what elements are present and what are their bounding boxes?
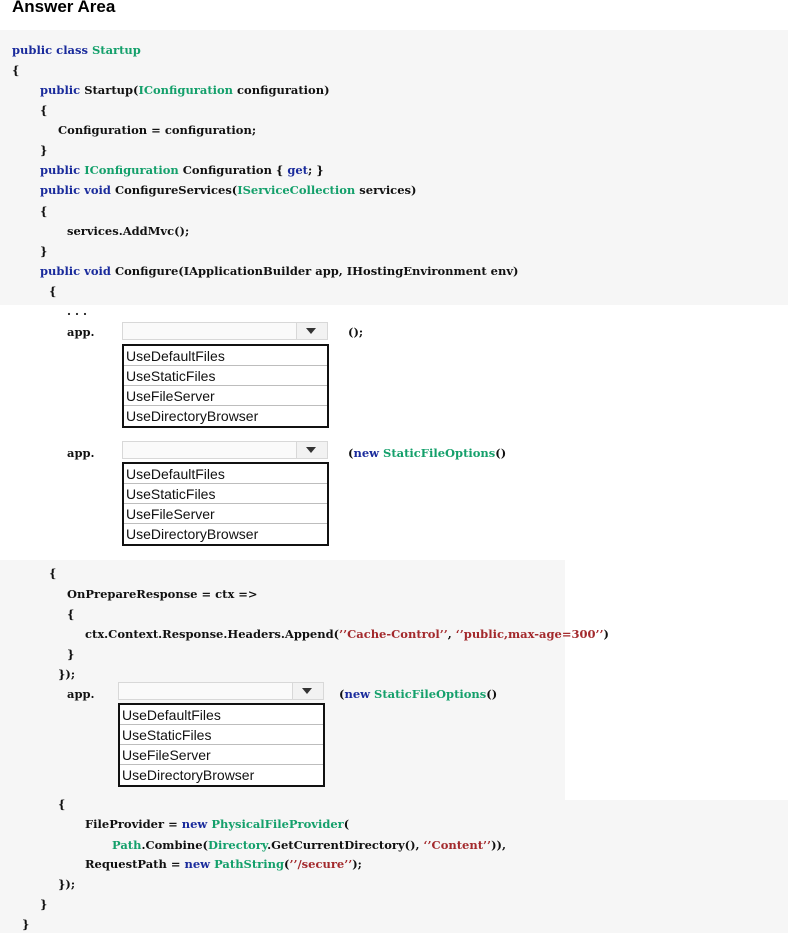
method-dropdown-1[interactable] <box>122 322 328 340</box>
code-background <box>0 30 788 305</box>
code-line: { <box>58 797 66 811</box>
dropdown-option[interactable]: UseStaticFiles <box>124 484 327 504</box>
dropdown-option[interactable]: UseStaticFiles <box>120 725 323 745</box>
code-line: { <box>67 607 75 621</box>
dropdown-option[interactable]: UseDirectoryBrowser <box>126 526 259 542</box>
dropdown-option[interactable]: UseDirectoryBrowser <box>126 408 259 424</box>
chevron-down-icon[interactable] <box>296 323 327 339</box>
code-line: { <box>12 63 20 77</box>
code-line: (new StaticFileOptions() <box>339 687 498 701</box>
dropdown-option[interactable]: UseDefaultFiles <box>124 464 327 484</box>
code-line: (new StaticFileOptions() <box>348 446 507 460</box>
chevron-down-icon[interactable] <box>292 683 323 699</box>
answer-area-title: Answer Area <box>12 0 116 16</box>
code-line: Path.Combine(Directory.GetCurrentDirecto… <box>112 838 506 852</box>
code-line: Configuration = configuration; <box>58 123 257 137</box>
dropdown-option[interactable]: UseDefaultFiles <box>124 346 327 366</box>
dropdown-options-1: UseDefaultFiles UseStaticFiles UseFileSe… <box>122 344 329 428</box>
code-line: app. <box>67 325 95 339</box>
dropdown-option[interactable]: UseStaticFiles <box>124 366 327 386</box>
code-line: (); <box>348 325 364 339</box>
code-line: } <box>22 917 30 931</box>
dropdown-option[interactable]: UseFileServer <box>124 386 327 406</box>
code-line: public class Startup <box>12 43 141 57</box>
code-line: FileProvider = new PhysicalFileProvider( <box>85 817 350 831</box>
code-line: } <box>67 647 75 661</box>
code-line: services.AddMvc(); <box>67 224 190 238</box>
dropdown-option[interactable]: UseDirectoryBrowser <box>122 767 255 783</box>
code-line: public Startup(IConfiguration configurat… <box>40 83 330 97</box>
code-line: } <box>40 897 48 911</box>
code-line: RequestPath = new PathString(’’/secure’’… <box>85 857 362 871</box>
code-line: { <box>40 103 48 117</box>
code-line: } <box>40 143 48 157</box>
code-line: public IConfiguration Configuration { ge… <box>40 163 324 177</box>
code-line: public void Configure(IApplicationBuilde… <box>40 264 519 278</box>
code-line: { <box>49 566 57 580</box>
dropdown-option[interactable]: UseFileServer <box>124 504 327 524</box>
code-line: app. <box>67 446 95 460</box>
method-dropdown-3[interactable] <box>118 682 324 700</box>
dropdown-option[interactable]: UseFileServer <box>120 745 323 765</box>
code-line: } <box>40 244 48 258</box>
method-dropdown-2[interactable] <box>122 441 328 459</box>
code-line: { <box>49 284 57 298</box>
code-line: . . . <box>67 304 88 318</box>
code-line: ctx.Context.Response.Headers.Append(’’Ca… <box>85 627 609 641</box>
dropdown-option[interactable]: UseDefaultFiles <box>120 705 323 725</box>
code-line: }); <box>58 667 76 681</box>
code-line: public void ConfigureServices(IServiceCo… <box>40 183 417 197</box>
code-line: }); <box>58 877 76 891</box>
code-line: app. <box>67 687 95 701</box>
code-background <box>0 800 788 933</box>
dropdown-options-3: UseDefaultFiles UseStaticFiles UseFileSe… <box>118 703 325 787</box>
dropdown-options-2: UseDefaultFiles UseStaticFiles UseFileSe… <box>122 462 329 546</box>
chevron-down-icon[interactable] <box>296 442 327 458</box>
code-line: { <box>40 204 48 218</box>
code-line: OnPrepareResponse = ctx => <box>67 587 258 601</box>
